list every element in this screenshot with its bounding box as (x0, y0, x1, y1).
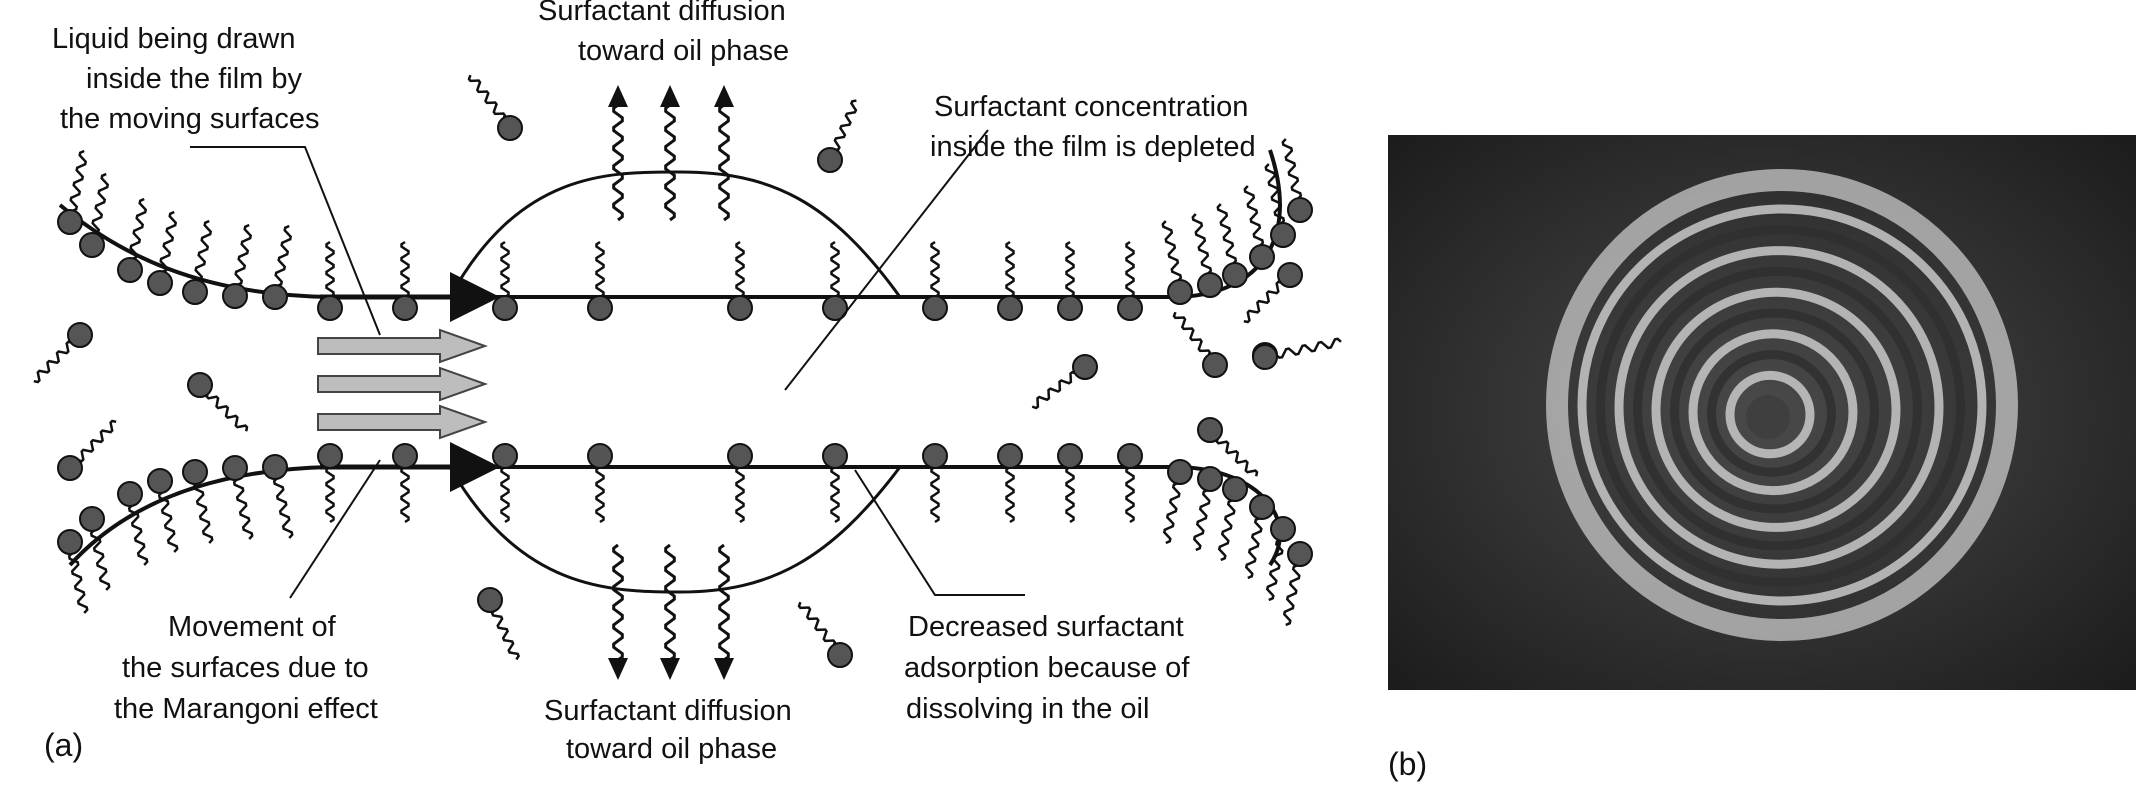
surfactant-molecule (1197, 417, 1259, 477)
surfactant-molecule (1243, 262, 1303, 324)
label-depleted-1: Surfactant concentration (934, 91, 1248, 123)
surfactant-molecule (797, 601, 853, 668)
surfactant-molecule (822, 240, 848, 321)
surfactant-molecule (117, 197, 148, 283)
label-diffusion-top-1: Surfactant diffusion (538, 0, 786, 27)
surfactant-molecule (262, 454, 294, 539)
label-decreased-3: dissolving in the oil (906, 693, 1149, 725)
surfactant-molecule (822, 443, 848, 524)
surfactant-molecule (587, 443, 613, 524)
surfactant-molecule (147, 210, 178, 296)
surfactant-molecule (392, 240, 418, 321)
surfactant-molecule (1191, 213, 1223, 298)
surfactant-molecule (1117, 443, 1143, 524)
surfactant-molecule (492, 240, 518, 321)
surfactant-molecule (1217, 476, 1248, 562)
panel-label-b: (b) (1388, 746, 1427, 782)
surfactant-molecule (182, 459, 214, 544)
label-diffusion-bottom-1: Surfactant diffusion (544, 695, 792, 727)
surfactant-molecule (317, 240, 343, 321)
depleted-region-top (448, 170, 902, 298)
surfactant-molecule (1265, 516, 1296, 602)
leader-lines (190, 129, 1025, 599)
label-marangoni-2: the surfaces due to (122, 652, 369, 684)
surfactant-molecule (117, 481, 149, 566)
surfactant-molecule (817, 99, 858, 173)
surfactant-molecule (1281, 138, 1313, 223)
surfactant-molecule (922, 240, 948, 321)
label-liquid-drawn-1: Liquid being drawn (52, 23, 295, 55)
label-marangoni-1: Movement of (168, 611, 337, 643)
surfactant-molecule (182, 219, 213, 305)
label-diffusion-bottom-2: toward oil phase (566, 733, 777, 765)
depleted-region-bottom (448, 466, 902, 594)
interference-photo-panel: (b) (1388, 135, 2136, 782)
surfactant-molecule (1252, 337, 1342, 370)
interference-fringes (1546, 169, 2018, 641)
label-diffusion-top-2: toward oil phase (578, 35, 789, 67)
surfactant-molecule (1031, 354, 1098, 410)
surfactant-molecule (317, 443, 343, 524)
label-marangoni-3: the Marangoni effect (114, 693, 378, 725)
surfactant-molecule (467, 74, 523, 141)
surfactant-molecule (477, 587, 521, 661)
surfactant-molecule (727, 240, 753, 321)
panel-label-a: (a) (44, 727, 83, 763)
liquid-flow-arrows (317, 328, 488, 440)
surfactant-molecule (1117, 240, 1143, 321)
surfactant-molecule (79, 506, 111, 591)
surfactant-molecule (392, 443, 418, 524)
surfactant-molecule (79, 172, 110, 258)
label-decreased-2: adsorption because of (904, 652, 1190, 684)
film-drainage-diagram: Liquid being drawn inside the film by th… (33, 0, 1342, 765)
label-liquid-drawn-2: inside the film by (86, 63, 302, 95)
surfactant-molecule (1172, 311, 1228, 378)
surfactant-molecule (57, 529, 89, 614)
bottom-film-surface (68, 465, 1282, 567)
surfactant-molecule (1264, 163, 1296, 248)
surfactant-molecule (997, 240, 1023, 321)
surfactant-molecule (187, 372, 249, 432)
surfactant-molecule (222, 455, 254, 540)
surfactant-molecule (1162, 459, 1193, 545)
surfactant-molecule (262, 224, 293, 310)
surfactant-molecule (727, 443, 753, 524)
surfactant-molecule (33, 322, 93, 384)
diffusion-arrows (608, 85, 734, 680)
surfactant-molecule (57, 149, 88, 235)
surfactant-molecule (1057, 240, 1083, 321)
surfactant-molecule (57, 419, 117, 481)
surfactant-molecule (1282, 541, 1313, 627)
surfactant-molecule (587, 240, 613, 321)
label-depleted-2: inside the film is depleted (930, 131, 1256, 163)
surfactant-molecule (222, 223, 253, 309)
surfactant-molecule (1243, 185, 1275, 270)
surfactant-molecule (997, 443, 1023, 524)
label-liquid-drawn-3: the moving surfaces (60, 103, 320, 135)
surfactant-molecule (147, 468, 179, 553)
surfactant-molecule (1057, 443, 1083, 524)
surfactant-molecule (1192, 466, 1223, 552)
label-decreased-1: Decreased surfactant (908, 611, 1184, 643)
surfactant-molecule (1216, 203, 1248, 288)
surfactant-molecule (1161, 220, 1193, 305)
surfactant-molecules (33, 74, 1342, 668)
surfactant-molecule (1244, 494, 1275, 580)
surfactant-molecule (922, 443, 948, 524)
surfactant-molecule (492, 443, 518, 524)
